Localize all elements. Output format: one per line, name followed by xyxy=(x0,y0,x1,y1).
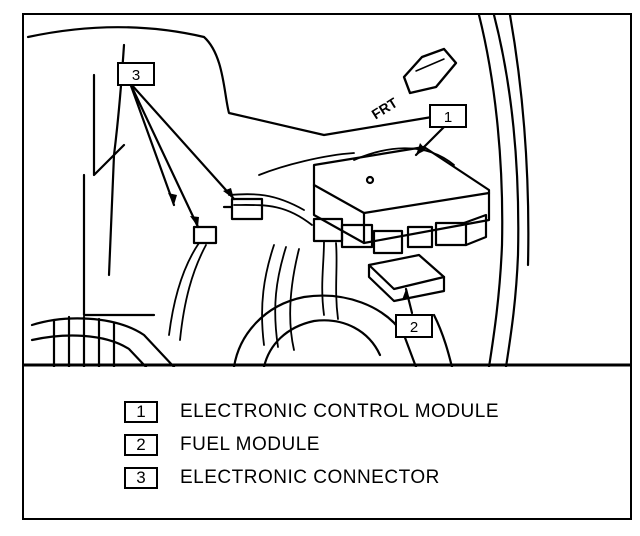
legend-item: 3 ELECTRONIC CONNECTOR xyxy=(124,461,604,494)
figure-frame xyxy=(22,13,632,520)
ecm-module xyxy=(312,145,491,245)
frt-arrow xyxy=(402,47,458,95)
legend-item: 2 FUEL MODULE xyxy=(124,428,604,461)
svg-text:3: 3 xyxy=(132,67,140,84)
engine-illustration: 3 1 2 FRT xyxy=(24,15,630,367)
lower-hose xyxy=(30,315,176,367)
legend-label: FUEL MODULE xyxy=(180,433,320,455)
firewall-outline xyxy=(26,26,446,137)
legend-number: 1 xyxy=(124,400,158,423)
legend: 1 ELECTRONIC CONTROL MODULE 2 FUEL MODUL… xyxy=(124,395,604,494)
legend-label: ELECTRONIC CONTROL MODULE xyxy=(180,400,499,422)
legend-number: 2 xyxy=(124,433,158,456)
callout-2: 2 xyxy=(395,314,433,338)
connector-left xyxy=(192,225,218,245)
connector-right xyxy=(230,197,264,221)
callout-1: 1 xyxy=(429,104,467,128)
wire-harness xyxy=(168,152,355,351)
svg-text:2: 2 xyxy=(410,319,418,336)
body-contour xyxy=(92,73,126,177)
svg-text:1: 1 xyxy=(444,109,452,126)
leader-3a xyxy=(128,81,176,207)
legend-number: 3 xyxy=(124,466,158,489)
fender-curve xyxy=(477,15,504,367)
leader-3b xyxy=(128,81,236,201)
legend-item: 1 ELECTRONIC CONTROL MODULE xyxy=(124,395,604,428)
ecm-connectors xyxy=(312,213,488,255)
direction-label: FRT xyxy=(369,94,401,122)
leader-3c xyxy=(128,81,200,229)
callout-3: 3 xyxy=(117,62,155,86)
fuel-module xyxy=(367,253,446,303)
legend-label: ELECTRONIC CONNECTOR xyxy=(180,466,440,488)
